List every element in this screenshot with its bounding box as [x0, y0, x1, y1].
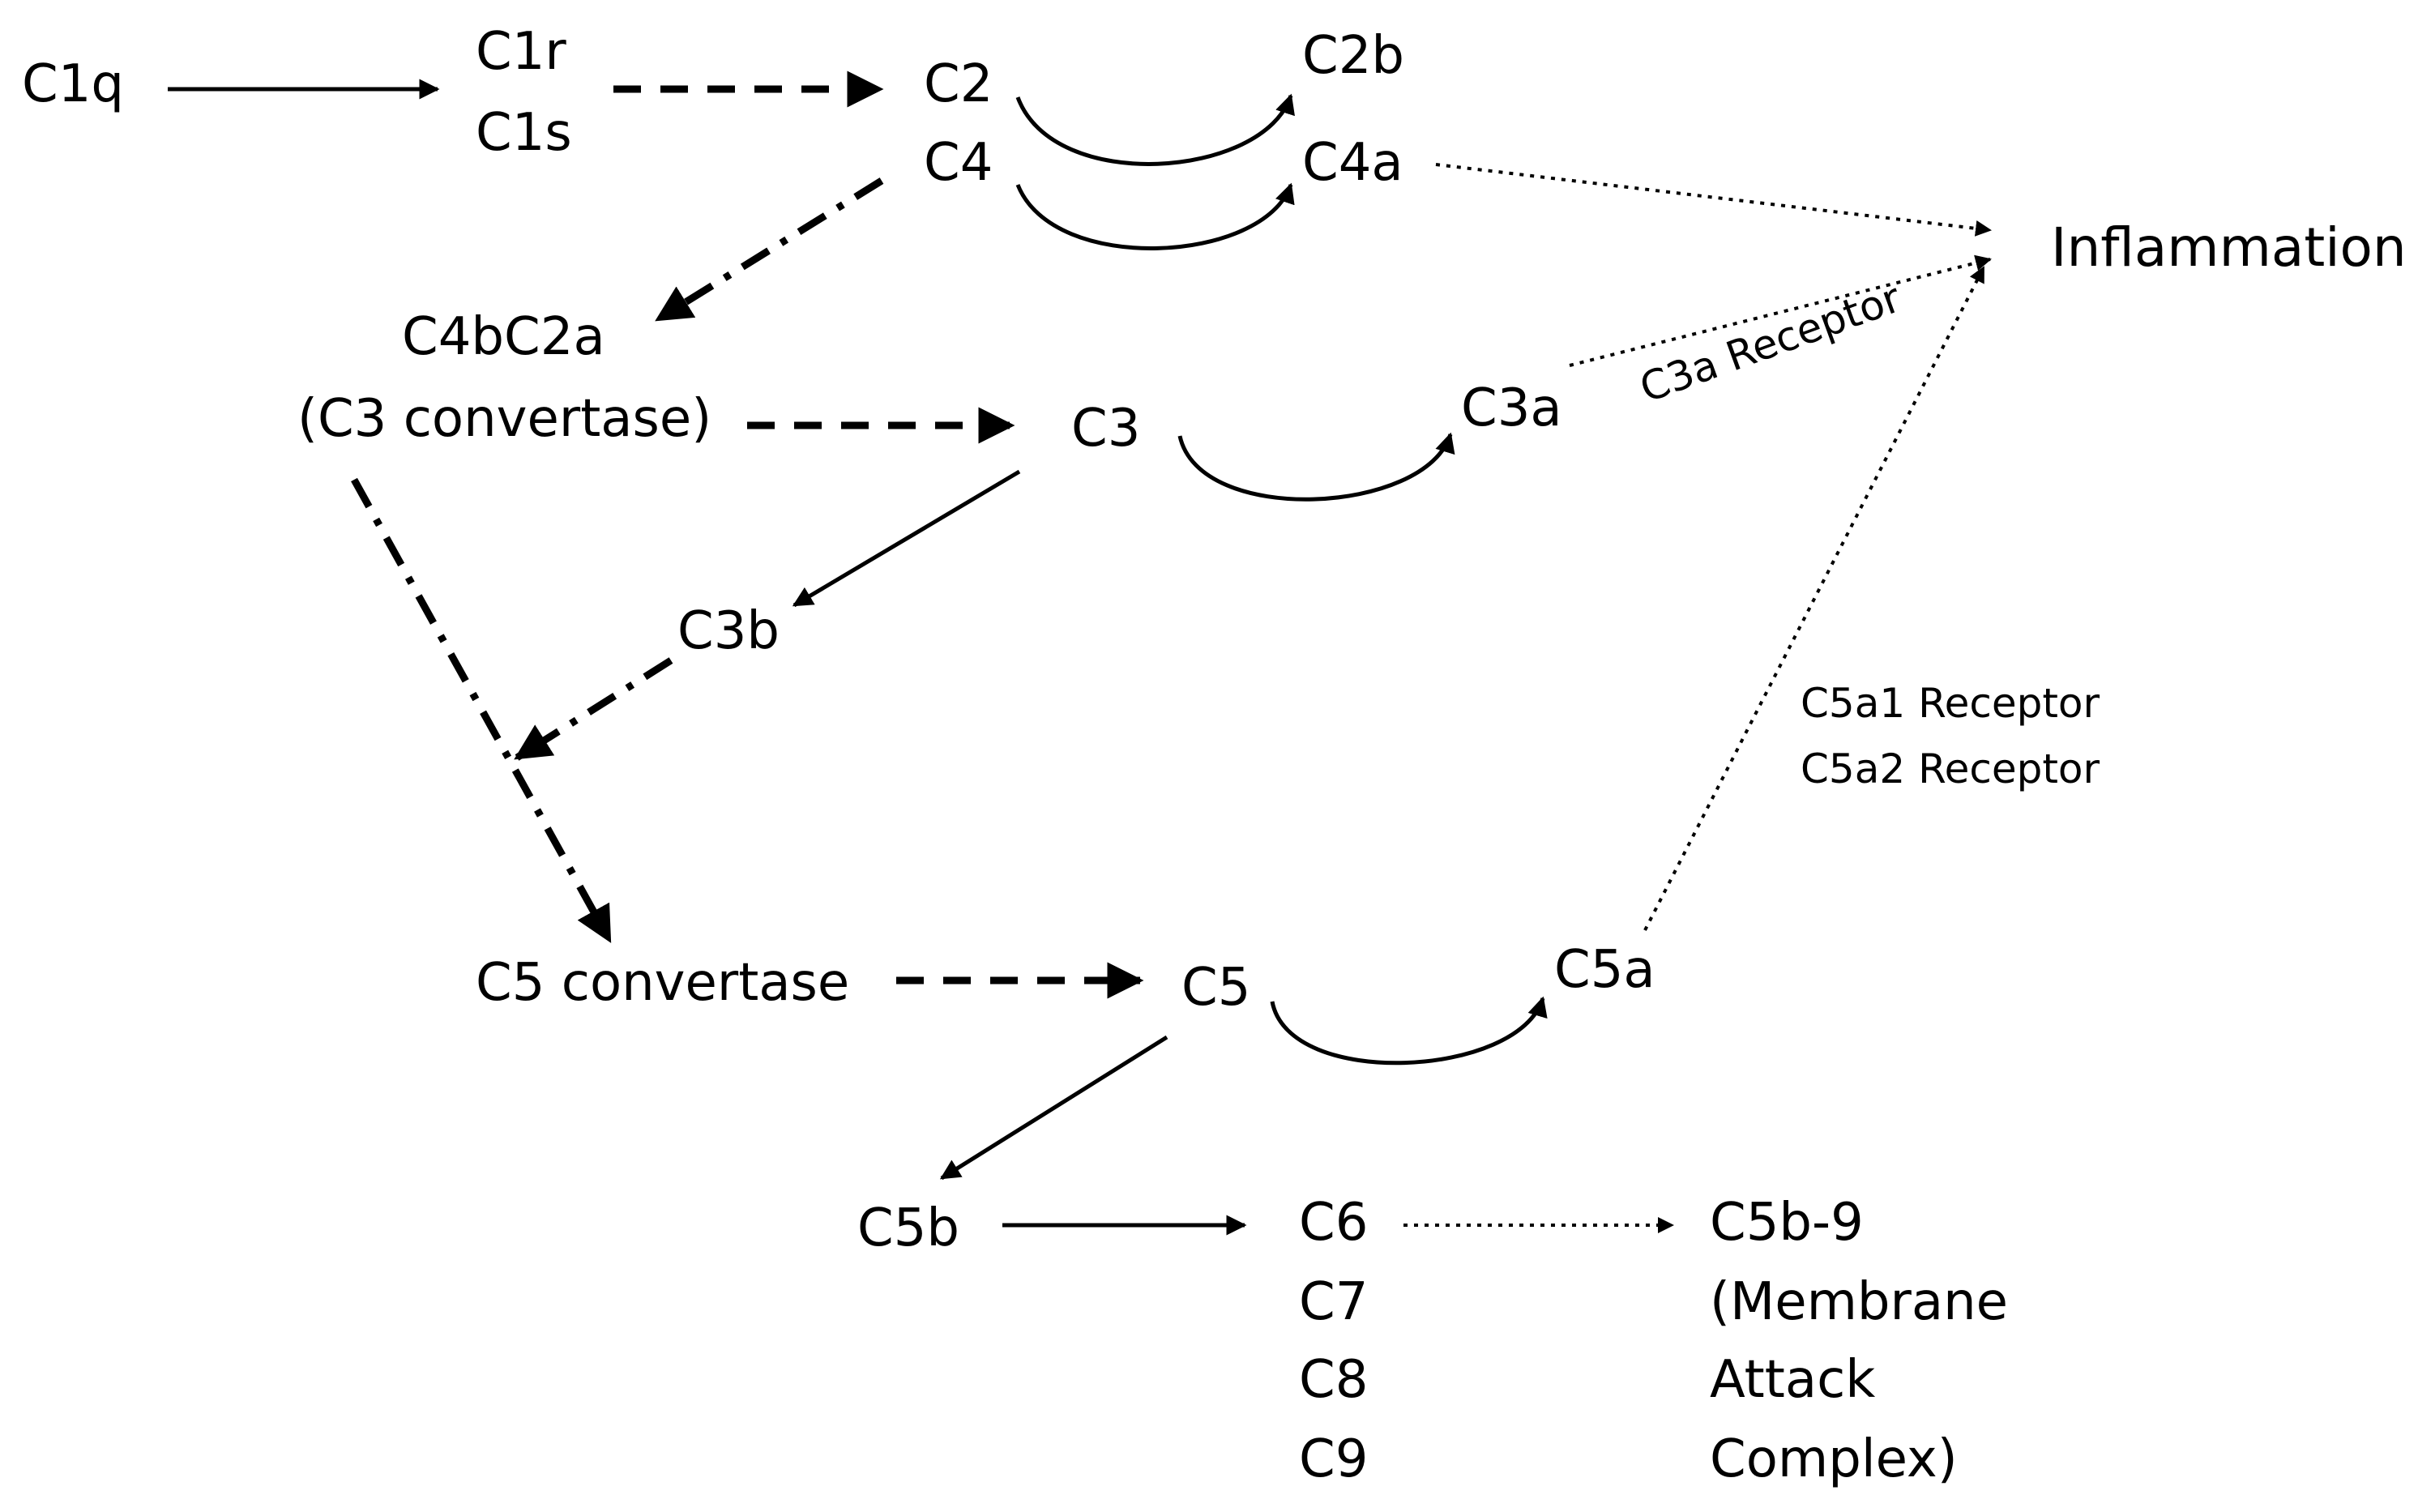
node-c4: C4: [924, 133, 993, 193]
node-mac-line4: Complex): [1710, 1429, 1958, 1489]
node-c9: C9: [1299, 1429, 1368, 1489]
edge-c4a-to-inflammation: [1435, 163, 1992, 237]
edges: [168, 70, 1992, 1236]
node-c4bc2a: C4bC2a: [402, 307, 605, 367]
label-c5a2-receptor: C5a2 Receptor: [1801, 745, 2100, 792]
node-c6: C6: [1299, 1193, 1368, 1253]
edge-c4-to-c4a-curve: [1015, 182, 1295, 250]
node-c8: C8: [1299, 1350, 1368, 1410]
nodes: C1q C1r C1s C2 C4 C2b C4a Inflammation C…: [22, 22, 2407, 1489]
node-c3a: C3a: [1461, 378, 1562, 438]
node-c1s: C1s: [476, 103, 572, 163]
node-c3b: C3b: [677, 601, 780, 661]
label-c3a-receptor: C3a Receptor: [1634, 274, 1907, 412]
edge-c4-to-c4bc2a: [655, 177, 884, 322]
node-c4a: C4a: [1302, 133, 1403, 193]
node-c7: C7: [1299, 1272, 1368, 1332]
node-c5b: C5b: [857, 1198, 959, 1258]
node-c5a: C5a: [1554, 940, 1655, 1000]
edge-c3-to-c3b: [792, 469, 1021, 608]
edge-c3b-to-junction: [514, 657, 673, 761]
edge-c3a-to-inflammation: [1569, 254, 1992, 367]
edge-c2-to-c2b-curve: [1015, 93, 1295, 166]
edge-c3-to-c3a-curve: [1177, 432, 1455, 502]
node-mac-line3: Attack: [1710, 1350, 1875, 1410]
edge-labels: C3a Receptor C5a1 Receptor C5a2 Receptor: [1634, 274, 2100, 792]
node-mac-line2: (Membrane: [1710, 1272, 2008, 1332]
node-c5: C5: [1181, 958, 1250, 1018]
node-c1q: C1q: [22, 54, 124, 114]
node-c2b: C2b: [1302, 26, 1404, 86]
node-c3: C3: [1071, 399, 1140, 459]
edge-c5-to-c5b: [939, 1035, 1168, 1181]
edge-c3-convertase-to-c5-convertase: [351, 477, 613, 943]
node-c3-convertase: (C3 convertase): [297, 389, 711, 449]
node-mac-line1: C5b-9: [1710, 1193, 1864, 1253]
node-inflammation: Inflammation: [2051, 216, 2407, 279]
edge-c5-to-c5a-curve: [1270, 996, 1548, 1066]
edge-c5a-to-inflammation: [1643, 266, 1985, 931]
node-c1r: C1r: [476, 22, 566, 82]
node-c5-convertase: C5 convertase: [476, 953, 849, 1013]
label-c5a1-receptor: C5a1 Receptor: [1801, 680, 2100, 727]
node-c2: C2: [924, 54, 993, 114]
